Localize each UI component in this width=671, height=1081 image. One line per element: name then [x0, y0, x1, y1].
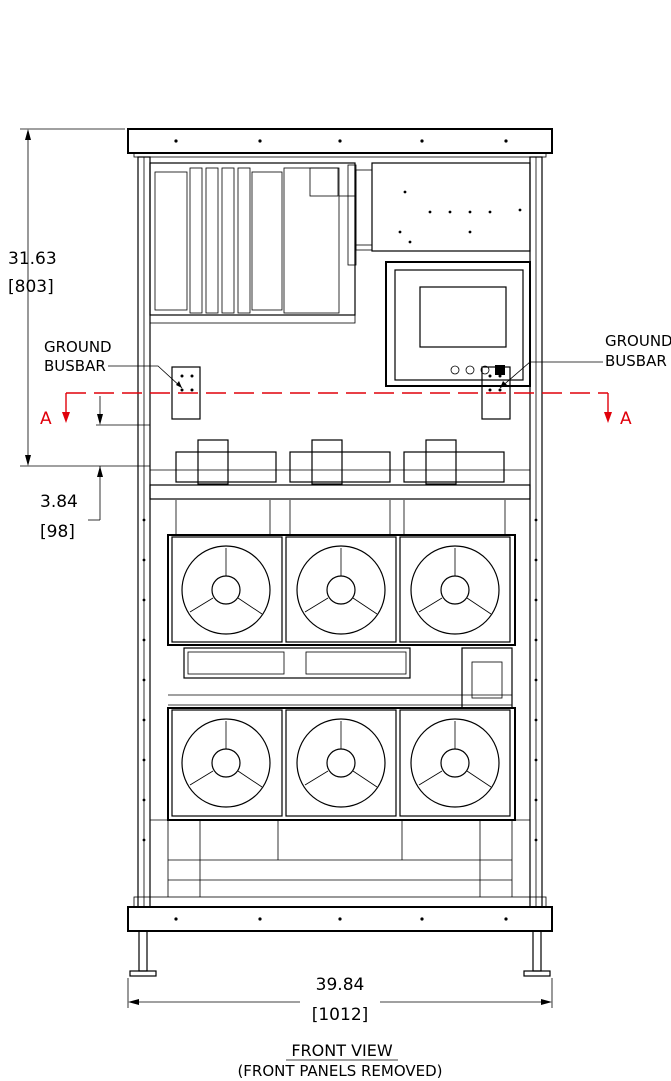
- ground-busbar-right: [481, 366, 511, 420]
- fan-6: [399, 709, 511, 817]
- fan-5: [285, 709, 397, 817]
- view-subtitle: (FRONT PANELS REMOVED): [237, 1062, 442, 1080]
- view-caption: FRONT VIEW (FRONT PANELS REMOVED): [237, 1041, 442, 1080]
- ground-busbar-left: [171, 366, 201, 420]
- middle-section: [168, 647, 513, 709]
- offset-metric: [98]: [40, 522, 75, 542]
- fan-row-top: [167, 534, 516, 646]
- offset-value: 3.84: [40, 492, 78, 512]
- section-arrow-right: [604, 412, 612, 423]
- upper-right-panel: [355, 162, 531, 252]
- fan-1: [171, 536, 283, 643]
- section-label-left: A: [40, 409, 52, 429]
- ground-label-right-line1: GROUND: [605, 332, 671, 350]
- section-arrow-left: [62, 412, 70, 423]
- rail-holes: [142, 139, 538, 921]
- section-label-right: A: [620, 409, 632, 429]
- width-value: 39.84: [316, 975, 365, 995]
- fan-3: [399, 536, 511, 643]
- height-value: 31.63: [8, 249, 57, 269]
- ground-label-left-line2: BUSBAR: [44, 357, 106, 375]
- fan-row-bottom: [167, 707, 516, 821]
- view-title: FRONT VIEW: [291, 1041, 393, 1060]
- height-metric: [803]: [8, 277, 54, 297]
- control-boards: [149, 162, 357, 324]
- display-panel: [385, 261, 531, 387]
- dimension-offset: 3.84 [98]: [40, 396, 150, 542]
- fan-2: [285, 536, 397, 643]
- breaker-assemblies: [175, 439, 506, 535]
- dimension-width: 39.84 [1012]: [127, 975, 553, 1025]
- section-line-a: A A: [40, 392, 632, 429]
- ground-busbar-label-right: GROUND BUSBAR: [499, 332, 671, 389]
- cabinet: [127, 128, 553, 977]
- ground-label-left-line1: GROUND: [44, 338, 112, 356]
- dimension-height: 31.63 [803]: [8, 128, 150, 467]
- fan-4: [171, 709, 283, 817]
- ground-label-right-line2: BUSBAR: [605, 352, 667, 370]
- ground-busbar-label-left: GROUND BUSBAR: [44, 338, 183, 389]
- width-metric: [1012]: [312, 1005, 369, 1025]
